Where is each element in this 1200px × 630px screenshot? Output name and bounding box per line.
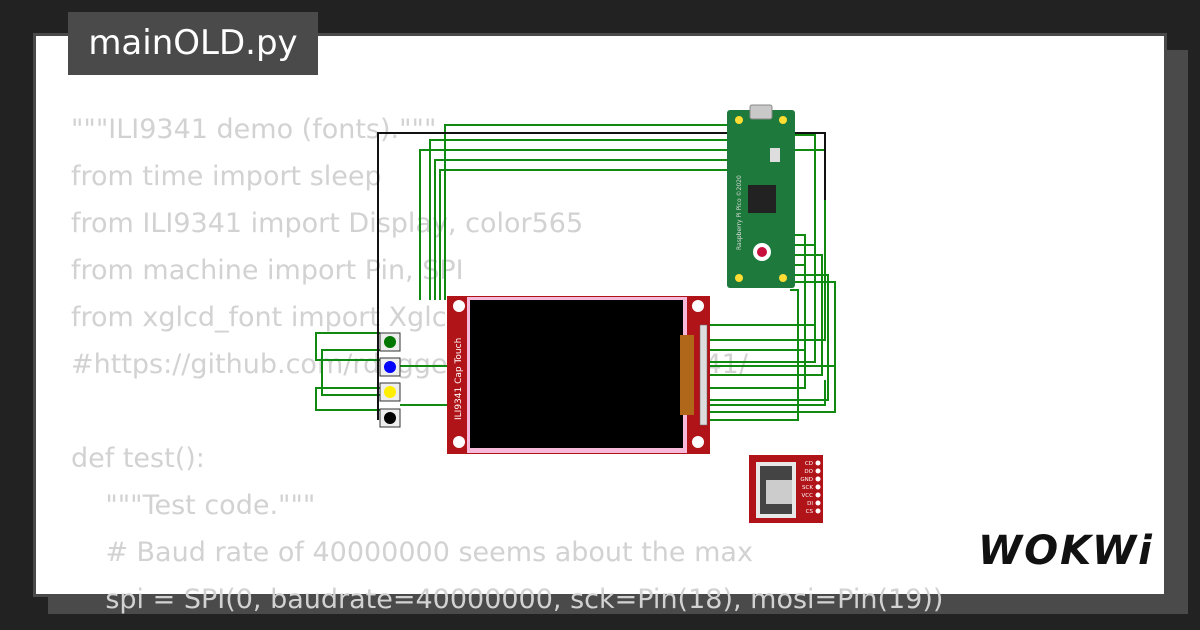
sd-pin-do: DO xyxy=(804,469,813,475)
sd-pin-gnd: GND xyxy=(800,477,813,483)
ground-wire-2 xyxy=(790,132,826,200)
code-line-3: from ILI9341 import Display, color565 xyxy=(71,208,584,239)
yellow-button[interactable] xyxy=(384,386,396,398)
display-label: ILI9341 Cap Touch xyxy=(454,338,464,420)
ili9341-display[interactable]: ILI9341 Cap Touch xyxy=(447,296,710,454)
code-line-8: def test(): xyxy=(71,443,205,474)
pico-label: Raspberry Pi Pico ©2020 xyxy=(736,175,743,250)
code-view: """ILI9341 demo (fonts).""" from time imp… xyxy=(71,106,943,623)
code-line-1: """ILI9341 demo (fonts).""" xyxy=(71,114,437,145)
sd-pin-vcc: VCC xyxy=(802,493,814,499)
code-line-9: """Test code.""" xyxy=(71,490,316,521)
code-line-11: spi = SPI(0, baudrate=40000000, sck=Pin(… xyxy=(71,584,944,615)
black-button[interactable] xyxy=(384,412,396,424)
wokwi-logo: WOKWi xyxy=(978,528,1154,574)
wires xyxy=(315,124,836,421)
code-line-10: # Baud rate of 40000000 seems about the … xyxy=(71,537,753,568)
sd-pin-holes xyxy=(815,460,821,514)
blue-button[interactable] xyxy=(384,361,396,373)
sd-pin-cs: CS xyxy=(806,509,814,515)
ground-wire xyxy=(377,132,730,420)
sd-pin-cd: CD xyxy=(805,461,813,467)
green-button[interactable] xyxy=(384,336,396,348)
file-title-tab[interactable]: mainOLD.py xyxy=(68,12,318,75)
sd-pin-sck: SCK xyxy=(802,485,813,491)
code-line-2: from time import sleep xyxy=(71,161,382,192)
sd-card-module[interactable]: CD DO GND SCK VCC DI CS xyxy=(749,455,823,523)
sd-pin-di: DI xyxy=(807,501,813,507)
pico-board[interactable]: Raspberry Pi Pico ©2020 xyxy=(727,104,795,288)
button-group[interactable] xyxy=(379,332,401,428)
